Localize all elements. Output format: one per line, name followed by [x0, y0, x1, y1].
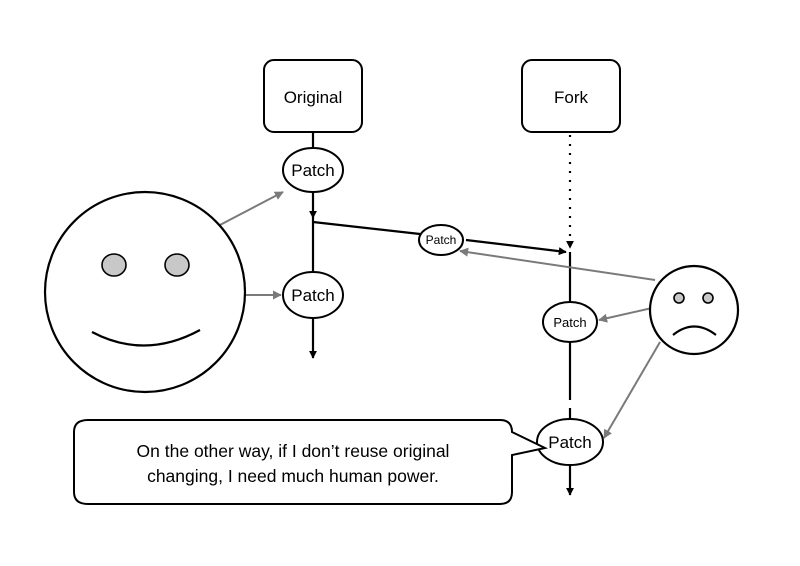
sad-face-icon	[648, 264, 740, 356]
fork-label: Fork	[554, 88, 589, 107]
smiling-face-icon	[43, 190, 247, 394]
speech-line-1: On the other way, if I don’t reuse origi…	[137, 441, 450, 461]
patch-label: Patch	[291, 286, 334, 305]
patch-label: Patch	[548, 433, 591, 452]
sad-arrow-fork-patch	[598, 307, 653, 323]
frown-mouth	[672, 325, 717, 336]
fork-box: Fork	[521, 59, 621, 133]
original-box: Original	[263, 59, 363, 133]
patch-label: Patch	[426, 233, 457, 247]
patch-label: Patch	[291, 161, 334, 180]
patch-node-fork-middle: Patch	[542, 301, 598, 343]
patch-label: Patch	[553, 315, 586, 330]
sad-arrow-bottom-patch	[603, 341, 661, 439]
sad-arrow-cross-patch	[459, 247, 656, 281]
patch-node-cross: Patch	[418, 224, 464, 256]
patch-node-original-top: Patch	[282, 147, 344, 193]
original-label: Original	[284, 88, 343, 107]
speech-line-2: changing, I need much human power.	[147, 466, 439, 486]
left-eye	[101, 253, 127, 277]
patch-node-original-bottom: Patch	[282, 271, 344, 319]
left-eye	[673, 292, 685, 304]
patch-node-fork-bottom: Patch	[536, 418, 604, 466]
speech-bubble: On the other way, if I don’t reuse origi…	[73, 419, 549, 505]
right-eye	[164, 253, 190, 277]
merge-edge-to-fork	[312, 220, 566, 252]
happy-arrow-top-patch	[217, 191, 284, 227]
smile-mouth	[91, 329, 201, 347]
right-eye	[702, 292, 714, 304]
